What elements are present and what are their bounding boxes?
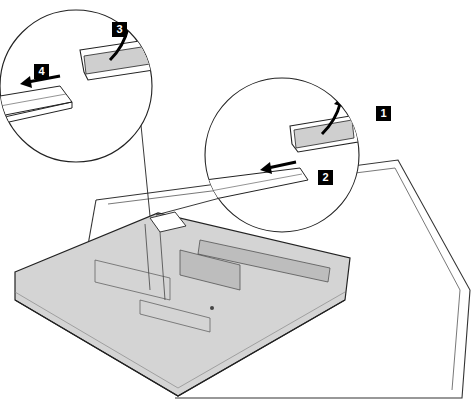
- arrowhead: [334, 96, 346, 108]
- connector-latch: [80, 40, 154, 80]
- panel-edge-inner: [15, 292, 345, 388]
- flat-cable: [0, 86, 72, 124]
- flat-cable-line: [0, 94, 66, 106]
- board-outline: [95, 260, 210, 332]
- cable: [145, 224, 165, 300]
- cover-frame-left: [88, 200, 96, 245]
- callout-number: 2: [318, 170, 333, 185]
- connector: [150, 212, 186, 232]
- pull-arrow: [268, 162, 296, 168]
- arrowhead: [20, 76, 32, 88]
- flat-cable-line: [205, 174, 302, 192]
- magnifier-circle: [205, 78, 359, 232]
- flat-cable: [205, 168, 308, 200]
- lift-arrow: [322, 104, 340, 134]
- panel: [15, 213, 350, 396]
- arrowhead: [260, 162, 272, 174]
- callout-number: 4: [34, 64, 49, 79]
- magnifier-circle: [0, 10, 152, 162]
- callout-number: 3: [112, 22, 127, 37]
- board-strip: [180, 240, 330, 290]
- callout-number: 1: [376, 106, 391, 121]
- screw: [210, 306, 214, 310]
- panel-edge: [15, 300, 345, 396]
